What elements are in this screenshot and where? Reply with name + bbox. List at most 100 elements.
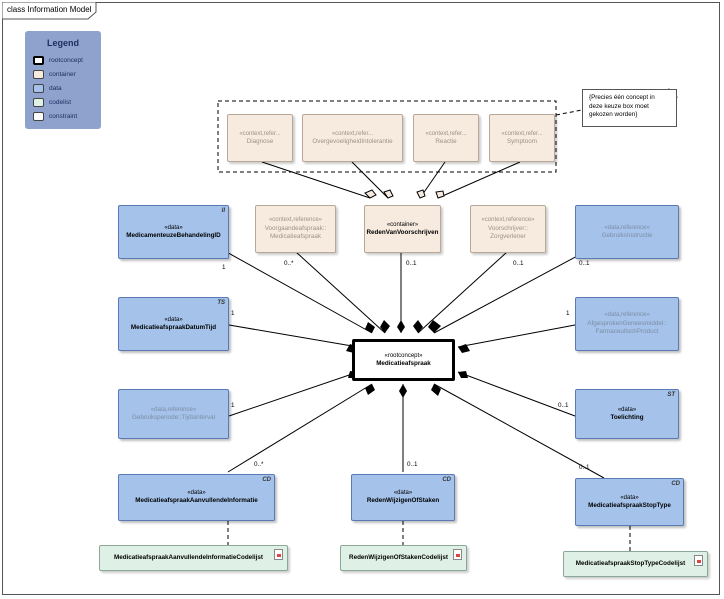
box-reactie[interactable]: «context,refer... Reactie [413,114,479,162]
diamond-root-12 [431,384,441,396]
legend-swatch [33,112,44,121]
multiplicity-label: 0..1 [406,260,417,267]
box-reden-wijzigen[interactable]: CD «data» RedenWijzigenOfStaken [351,474,455,521]
diamond-root-11 [399,384,407,398]
box-stereotype: «data» [393,490,413,497]
box-name: GebruiksInstructie [601,231,653,239]
box-stereotype: «context,reference» [481,217,535,224]
box-name: Diagnose [246,137,274,145]
box-type-tag: CD [671,481,680,487]
link-stoptype [433,383,605,479]
diamond-symptoom [435,190,445,199]
box-name: MedicatieafspraakStopType [588,501,671,509]
box-stereotype: «data» [164,316,183,323]
box-name: RedenVanVoorschrijven [366,228,439,236]
box-stereotype: «context,refer... [425,130,467,137]
legend-label: rootconcept [49,57,83,64]
box-name: AfgesprokenGeneesmiddel:: FarmaceutischP… [587,319,667,336]
link-afgesproken [457,324,576,348]
box-name: Medicatieafspraak [376,359,431,367]
box-type-tag: TS [217,300,225,306]
box-type-tag: CD [262,477,271,483]
multiplicity-label: 0..1 [513,260,524,267]
multiplicity-label: 1 [222,264,226,271]
box-stereotype: «data» [187,490,206,497]
codelist-document-icon [274,549,283,560]
link-datumtijd [228,324,359,348]
diamond-root-1 [365,322,375,333]
box-reden-codelijst[interactable]: RedenWijzigenOfStakenCodelijst [340,545,467,571]
legend: Legend rootconcept container data codeli… [25,31,101,129]
diamond-root-7 [458,344,470,353]
box-stoptype-codelijst[interactable]: MedicatieafspraakStopTypeCodelijst [563,551,708,577]
diamond-root-10 [365,384,375,395]
diamond-diagnose [364,189,377,199]
box-name: RedenWijzigenOfStaken [366,497,440,505]
box-stoptype[interactable]: CD «data» MedicatieafspraakStopType [575,478,684,526]
box-overgevoeligheid[interactable]: «context,refer... OvergevoeligheidIntole… [302,114,403,162]
legend-label: data [49,85,62,92]
box-aanvullende[interactable]: CD «data» MedicatieafspraakAanvullendeIn… [118,474,275,521]
constraint-note: {Precies één concept in deze keuze box m… [582,89,677,127]
box-name: MedicamenteuzeBehandelingID [126,231,221,239]
box-name: Reactie [435,137,457,145]
box-diagnose[interactable]: «context,refer... Diagnose [227,114,293,162]
box-stereotype: «data,reference» [150,406,197,413]
link-voorschrijver [417,251,508,334]
box-type-tag: CD [442,477,451,483]
box-name: Toelichting [610,413,644,421]
box-aanvullende-codelijst[interactable]: MedicatieafspraakAanvullendeInformatieCo… [99,545,288,571]
box-stereotype: «context,refer... [501,130,543,137]
box-stereotype: «container» [386,221,419,228]
box-reden-voorschrijven[interactable]: «container» RedenVanVoorschrijven [364,205,441,253]
link-medicamenteuze [204,239,373,334]
diamond-root-9 [458,371,468,378]
box-name: MedicatieafspraakAanvullendeInformatieCo… [113,553,264,561]
box-name: MedicatieafspraakStopTypeCodelijst [575,559,686,567]
box-stereotype: «data» [164,224,183,231]
legend-label: container [49,71,76,78]
link-aanvullende [227,383,373,473]
diamond-root-3 [397,320,405,333]
box-stereotype: «rootconcept» [384,352,423,359]
box-name: OvergevoeligheidIntolerantie [312,137,393,145]
box-toelichting[interactable]: ST «data» Toelichting [575,389,679,439]
legend-swatch [33,98,44,107]
box-afgesproken[interactable]: «data,reference» AfgesprokenGeneesmiddel… [575,297,679,351]
box-name: RedenWijzigenOfStakenCodelijst [349,553,448,561]
box-stereotype: «context,reference» [268,217,323,224]
box-voorschrijver[interactable]: «context,reference» Voorschrijver:: Zorg… [470,205,546,253]
box-medicamenteuze[interactable]: II «data» MedicamenteuzeBehandelingID [118,205,229,259]
box-type-tag: II [221,208,225,214]
legend-label: constraint [49,113,78,120]
note-link [555,109,583,116]
box-gebruiksperiode[interactable]: «data,reference» Gebruiksperiode::Tijdsi… [118,389,229,439]
box-voorgaande[interactable]: «context,reference» Voorgaandeafspraak::… [255,205,336,253]
diamond-overgevoeligheid [383,189,394,199]
box-stereotype: «data,reference» [604,312,650,319]
legend-title: Legend [46,38,79,48]
frame-title: class Information Model [7,5,92,14]
box-stereotype: «context,refer... [331,130,374,137]
box-name: MedicatieafspraakAanvullendeInformatie [135,497,258,505]
link-toelichting [457,371,576,417]
box-symptoom[interactable]: «context,refer... Symptoom [489,114,555,162]
codelist-document-icon [453,549,462,560]
multiplicity-label: 1 [231,310,235,317]
diamond-reactie [416,189,426,199]
box-stereotype: «data» [620,494,639,501]
box-medicatieafspraak[interactable]: «rootconcept» Medicatieafspraak [352,339,455,381]
box-name: Symptoom [506,137,538,145]
box-stereotype: «data» [617,406,637,413]
legend-label: codelist [49,99,72,106]
multiplicity-label: 1 [231,402,235,409]
box-name: Gebruiksperiode::Tijdsinterval [131,413,216,421]
box-stereotype: «data,reference» [604,224,650,231]
box-datumtijd[interactable]: TS «data» MedicatieafspraakDatumTijd [118,297,229,351]
box-gebruiksinstructie[interactable]: «data,reference» GebruiksInstructie [575,205,679,259]
link-gebruiksperiode [228,371,359,417]
diamond-root-5 [428,320,441,333]
box-type-tag: ST [667,392,675,398]
multiplicity-label: 0..1 [558,402,569,409]
